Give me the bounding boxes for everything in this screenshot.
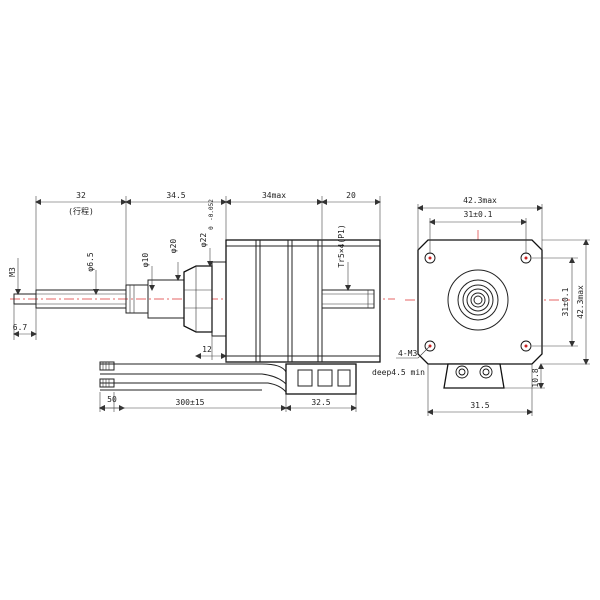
dim-32: 32: [76, 191, 86, 200]
dim-phi-20: φ20: [169, 239, 178, 254]
dim-tr: Tr5×4(P1): [337, 224, 346, 267]
dim-12: 12: [202, 345, 212, 354]
front-boss: [447, 269, 509, 331]
dim-34-5: 34.5: [166, 191, 185, 200]
dim-phi-10: φ10: [141, 253, 150, 268]
connector: [285, 363, 357, 395]
dim-31-top: 31±0.1: [464, 210, 493, 219]
dim-300: 300±15: [176, 398, 205, 407]
dim-deep: deep4.5 min: [372, 368, 425, 377]
side-view: 32 (行程) 34.5 34max 20 M3 6.7 φ6.5 φ10 φ2…: [8, 191, 395, 412]
cable: [99, 361, 287, 393]
leader-4m3: [417, 345, 431, 359]
dim-34max: 34max: [262, 191, 286, 200]
dim-32-note: (行程): [68, 206, 94, 216]
dim-31-5: 31.5: [470, 401, 489, 410]
dim-31-right: 31±0.1: [561, 287, 570, 316]
dim-phi-22-tol-upper: 0: [208, 226, 215, 230]
dim-6-7: 6.7: [13, 323, 28, 332]
dim-42-3max-top: 42.3max: [463, 196, 497, 205]
dim-50: 50: [107, 395, 117, 404]
dim-phi-6-5: φ6.5: [86, 252, 95, 271]
dim-phi-22-tol: -0.052: [208, 199, 215, 221]
dim-32-5: 32.5: [311, 398, 330, 407]
dim-4m3: 4-M3: [398, 349, 417, 358]
side-extension-lines: [13, 196, 381, 412]
dim-20: 20: [346, 191, 356, 200]
dim-m3: M3: [8, 267, 17, 277]
nut-collar: [147, 261, 227, 337]
dim-phi-22: φ22: [199, 233, 208, 248]
dim-10-8: 10.8: [531, 368, 540, 387]
dim-42-3max-right: 42.3max: [576, 285, 585, 319]
front-view: 42.3max 31±0.1 31±0.1 42.3max 10.8 31.5 …: [372, 196, 590, 416]
motor-body: [225, 239, 381, 363]
front-connector: [443, 363, 505, 389]
